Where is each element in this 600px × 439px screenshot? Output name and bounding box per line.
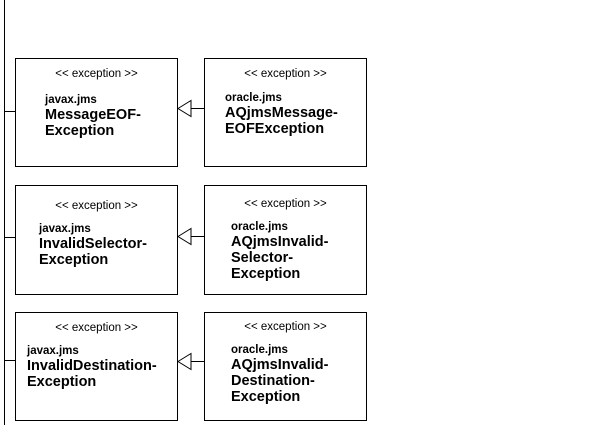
class-name-line: AQjmsMessage-: [225, 105, 338, 121]
class-box-aqjms-invalid-destination-exception: << exception >> oracle.jms AQjmsInvalid-…: [204, 312, 367, 421]
class-name-line: AQjmsInvalid-: [231, 357, 329, 373]
class-name-line: Exception: [231, 266, 301, 282]
class-name: InvalidDestination- Exception: [27, 358, 157, 390]
class-name-line: InvalidSelector-: [39, 236, 147, 252]
package-label: oracle.jms: [225, 92, 282, 104]
package-label: javax.jms: [39, 223, 91, 235]
generalization-arrow-2: [177, 227, 204, 246]
class-box-invalid-selector-exception: << exception >> javax.jms InvalidSelecto…: [15, 185, 178, 295]
stereotype-label: << exception >>: [244, 321, 327, 333]
class-name: AQjmsInvalid- Destination- Exception: [231, 357, 329, 405]
package-label: oracle.jms: [231, 221, 288, 233]
stereotype-label: << exception >>: [244, 68, 327, 80]
stereotype-label: << exception >>: [55, 322, 138, 334]
class-name-line: MessageEOF-: [45, 107, 141, 123]
class-name-line: Exception: [39, 252, 109, 268]
package-label: javax.jms: [27, 345, 79, 357]
class-box-message-eof-exception: << exception >> javax.jms MessageEOF- Ex…: [15, 58, 178, 167]
class-name-line: Exception: [231, 389, 301, 405]
generalization-arrow-3: [177, 352, 204, 371]
class-name: AQjmsMessage- EOFException: [225, 105, 338, 137]
package-label: javax.jms: [45, 94, 97, 106]
class-box-aqjms-message-eof-exception: << exception >> oracle.jms AQjmsMessage-…: [204, 58, 367, 167]
class-name-line: Destination-: [231, 373, 315, 389]
stereotype-label: << exception >>: [55, 68, 138, 80]
class-box-invalid-destination-exception: << exception >> javax.jms InvalidDestina…: [15, 312, 178, 421]
generalization-arrow-1: [177, 99, 204, 118]
stereotype-label: << exception >>: [55, 200, 138, 212]
class-name: MessageEOF- Exception: [45, 107, 141, 139]
class-name-line: EOFException: [225, 121, 325, 137]
class-name-line: Selector-: [231, 250, 294, 266]
class-name-line: Exception: [27, 374, 97, 390]
stereotype-label: << exception >>: [244, 198, 327, 210]
class-name-line: Exception: [45, 123, 115, 139]
class-box-aqjms-invalid-selector-exception: << exception >> oracle.jms AQjmsInvalid-…: [204, 185, 367, 295]
class-name-line: InvalidDestination-: [27, 358, 157, 374]
class-name-line: AQjmsInvalid-: [231, 234, 329, 250]
class-name: AQjmsInvalid- Selector- Exception: [231, 234, 329, 282]
class-name: InvalidSelector- Exception: [39, 236, 147, 268]
package-label: oracle.jms: [231, 344, 288, 356]
